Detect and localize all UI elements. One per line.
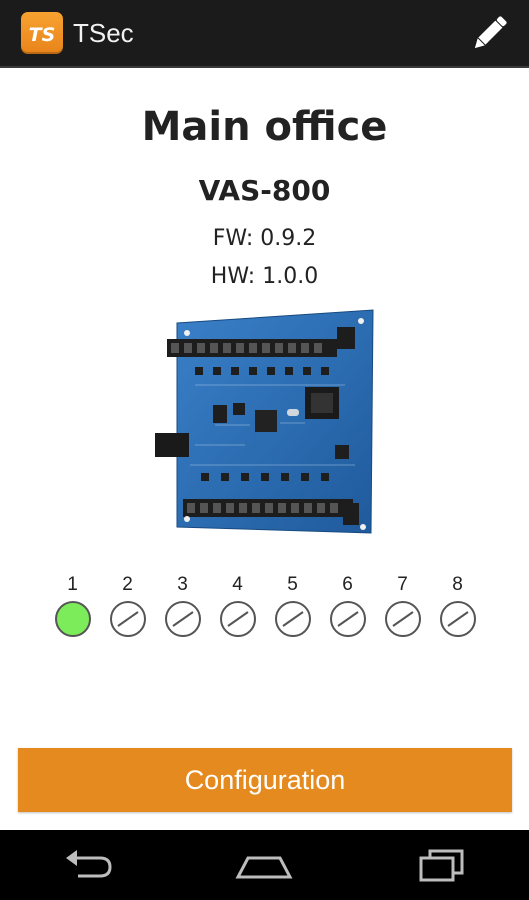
configuration-button[interactable]: Configuration xyxy=(18,748,512,812)
recents-button[interactable] xyxy=(406,840,476,890)
channel-2[interactable]: 2 xyxy=(100,572,155,642)
channel-1[interactable]: 1 xyxy=(45,572,100,642)
firmware-version: FW: 0.9.2 xyxy=(212,226,317,251)
recents-icon xyxy=(419,849,464,882)
status-active-icon xyxy=(54,601,91,637)
channel-8[interactable]: 8 xyxy=(430,572,485,642)
pencil-icon xyxy=(474,16,507,49)
status-disabled-icon xyxy=(329,601,366,637)
channel-4[interactable]: 4 xyxy=(210,572,265,642)
channel-5[interactable]: 5 xyxy=(265,572,320,642)
back-icon xyxy=(66,850,112,878)
system-nav-bar xyxy=(0,830,529,900)
channel-number: 4 xyxy=(232,574,243,595)
device-model: VAS-800 xyxy=(198,174,331,207)
device-name: Main office xyxy=(141,104,388,150)
channel-number: 1 xyxy=(67,574,78,595)
status-disabled-icon xyxy=(164,601,201,637)
home-button[interactable] xyxy=(229,840,299,890)
status-disabled-icon xyxy=(109,601,146,637)
channel-7[interactable]: 7 xyxy=(375,572,430,642)
channel-number: 3 xyxy=(177,574,188,595)
status-disabled-icon xyxy=(219,601,256,637)
channel-number: 8 xyxy=(452,574,463,595)
channel-indicators: 1 2 3 4 5 6 xyxy=(45,572,485,642)
circuit-board-image xyxy=(155,309,374,534)
hardware-version: HW: 1.0.0 xyxy=(210,264,319,289)
home-icon xyxy=(235,856,293,879)
status-disabled-icon xyxy=(439,601,476,637)
app-title: TSec xyxy=(73,17,134,48)
channel-number: 5 xyxy=(287,574,298,595)
channel-3[interactable]: 3 xyxy=(155,572,210,642)
tsec-logo-icon: TS xyxy=(21,12,63,54)
status-disabled-icon xyxy=(384,601,421,637)
status-disabled-icon xyxy=(274,601,311,637)
channel-number: 2 xyxy=(122,574,133,595)
channel-number: 7 xyxy=(397,574,408,595)
action-bar: TS TSec xyxy=(0,0,529,68)
back-button[interactable] xyxy=(53,840,123,890)
svg-text:TS: TS xyxy=(29,24,56,46)
channel-number: 6 xyxy=(342,574,353,595)
channel-6[interactable]: 6 xyxy=(320,572,375,642)
edit-button[interactable] xyxy=(467,12,511,56)
